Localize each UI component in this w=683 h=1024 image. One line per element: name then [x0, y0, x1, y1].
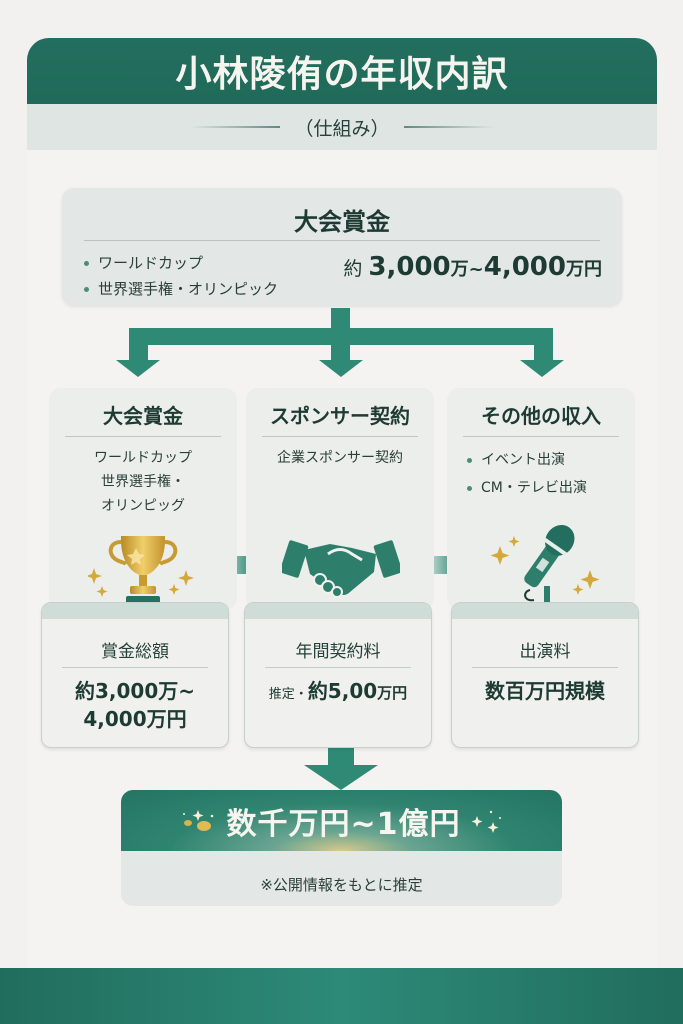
amount-unit: 万~ [450, 259, 484, 280]
bullet-icon [467, 457, 472, 463]
value-main: 数百万円規模 [485, 679, 605, 703]
subtitle-line-left [190, 126, 281, 128]
page-title: 小林陵侑の年収内訳 [175, 54, 509, 95]
amount-prefix: 約 [343, 258, 363, 280]
handshake-icon [282, 540, 400, 598]
value-card-sponsor-fee: 年間契約料 推定・約5,00万円 [244, 602, 432, 748]
description-line: 企業スポンサー契約 [277, 450, 403, 466]
card-platform [42, 603, 228, 619]
value-amount: 数百万円規模 [452, 677, 638, 705]
list-item: 世界選手権・オリンピック [84, 276, 278, 302]
value-label: 賞金総額 [101, 642, 169, 662]
list-item: CM・テレビ出演 [467, 474, 587, 502]
value-label: 年間契約料 [295, 642, 381, 662]
bullet-icon [84, 286, 89, 292]
sparkle-icon [471, 810, 501, 833]
list-item: ワールドカップ [84, 250, 278, 276]
divider [265, 667, 411, 668]
list-item-text: イベント出演 [481, 452, 565, 468]
trophy-icon [88, 536, 194, 606]
divider [463, 436, 619, 437]
column-title: その他の収入 [481, 404, 601, 428]
column-title: 大会賞金 [103, 404, 183, 428]
card-platform [245, 603, 431, 619]
divider [65, 436, 221, 437]
total-income-amount: 数千万円~1億円 [226, 806, 461, 842]
title-bar: 小林陵侑の年収内訳 [27, 38, 657, 104]
description-line: 世界選手権・ [101, 474, 185, 490]
amount-unit: 万円 [566, 259, 602, 280]
value-amount: 推定・約5,00万円 [245, 677, 431, 709]
total-income-banner: 数千万円~1億円 [121, 790, 562, 851]
coins-sparkle-icon [183, 809, 214, 831]
footer-band [0, 968, 683, 1024]
bullet-icon [467, 485, 472, 491]
list-item-text: 世界選手権・オリンピック [98, 280, 279, 298]
value-main: 約5,00 [307, 679, 378, 703]
subtitle-bar: （仕組み） [27, 104, 657, 150]
amount-low: 3,000 [368, 252, 451, 282]
prize-summary-list: ワールドカップ 世界選手権・オリンピック [84, 250, 278, 302]
bullet-icon [84, 260, 89, 266]
value-line: 4,000万円 [83, 707, 187, 731]
list-item-text: ワールドカップ [98, 254, 204, 272]
divider [84, 240, 600, 241]
list-item-text: CM・テレビ出演 [481, 480, 587, 496]
column-description: 企業スポンサー契約 [246, 446, 434, 470]
value-prefix: 推定・ [268, 687, 308, 702]
amount-high: 4,000 [483, 252, 566, 282]
prize-summary-title: 大会賞金 [294, 208, 390, 236]
column-description: ワールドカップ 世界選手権・ オリンピッグ [49, 446, 237, 518]
estimate-note: ※公開情報をもとに推定 [260, 876, 423, 894]
total-income-box: 数千万円~1億円 ※公開情報をもとに推定 [121, 790, 562, 906]
column-bullets: イベント出演 CM・テレビ出演 [467, 446, 587, 502]
list-item: イベント出演 [467, 446, 587, 474]
card-platform [452, 603, 638, 619]
value-card-prize-total: 賞金総額 約3,000万~ 4,000万円 [41, 602, 229, 748]
subtitle-line-right [403, 126, 494, 128]
value-card-appearance-fee: 出演料 数百万円規模 [451, 602, 639, 748]
divider [262, 436, 418, 437]
description-line: オリンピッグ [101, 498, 185, 514]
subtitle: （仕組み） [294, 117, 390, 140]
value-unit: 万円 [377, 684, 408, 702]
description-line: ワールドカップ [94, 450, 192, 466]
value-label: 出演料 [519, 642, 571, 662]
column-title: スポンサー契約 [270, 404, 410, 428]
divider [472, 667, 618, 668]
value-amount: 約3,000万~ 4,000万円 [42, 677, 228, 733]
divider [62, 667, 208, 668]
value-line: 約3,000万~ [74, 679, 196, 703]
microphone-icon [490, 524, 600, 609]
